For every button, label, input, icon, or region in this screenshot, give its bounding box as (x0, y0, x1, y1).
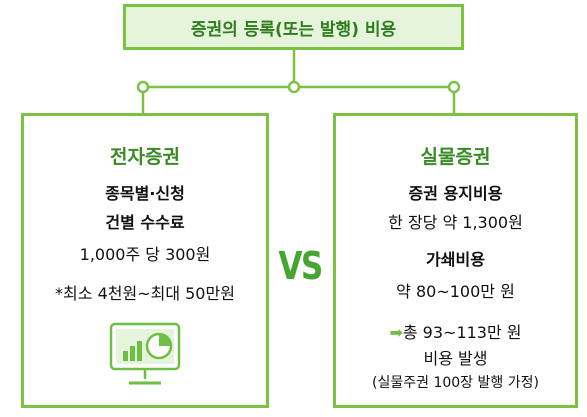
monitor-chart-icon (109, 322, 181, 385)
right-line-4: 약 80~100만 원 (396, 282, 515, 301)
right-line-5: ➡총 93~113만 원 (336, 319, 575, 343)
right-total-text: 총 93~113만 원 (402, 323, 522, 342)
versus-label: VS (278, 244, 323, 288)
connector-node-left (136, 80, 150, 94)
right-line-2: 한 장당 약 1,300원 (388, 213, 523, 232)
electronic-securities-title: 전자증권 (110, 146, 180, 168)
connector-node-center (287, 80, 301, 94)
physical-securities-title: 실물증권 (420, 146, 491, 168)
left-line-3: 1,000주 당 300원 (79, 245, 211, 264)
left-line-2: 건별 수수료 (105, 213, 185, 232)
left-line-1: 종목별·신청 (105, 184, 185, 203)
arrow-right-icon: ➡ (389, 323, 403, 342)
diagram-title: 증권의 등록(또는 발행) 비용 (123, 4, 464, 50)
left-line-4: *최소 4천원~최대 50만원 (55, 284, 235, 303)
right-line-6: 비용 발생 (423, 349, 488, 368)
electronic-securities-panel: 전자증권 종목별·신청 건별 수수료 1,000주 당 300원 *최소 4천원… (21, 113, 269, 408)
right-line-3: 가쇄비용 (426, 250, 485, 269)
connector-node-right (447, 80, 461, 94)
right-line-7: (실물주권 100장 발행 가정) (372, 375, 539, 391)
right-line-1: 증권 용지비용 (408, 184, 503, 203)
physical-securities-panel: 실물증권 증권 용지비용 한 장당 약 1,300원 가쇄비용 약 80~100… (333, 113, 578, 408)
